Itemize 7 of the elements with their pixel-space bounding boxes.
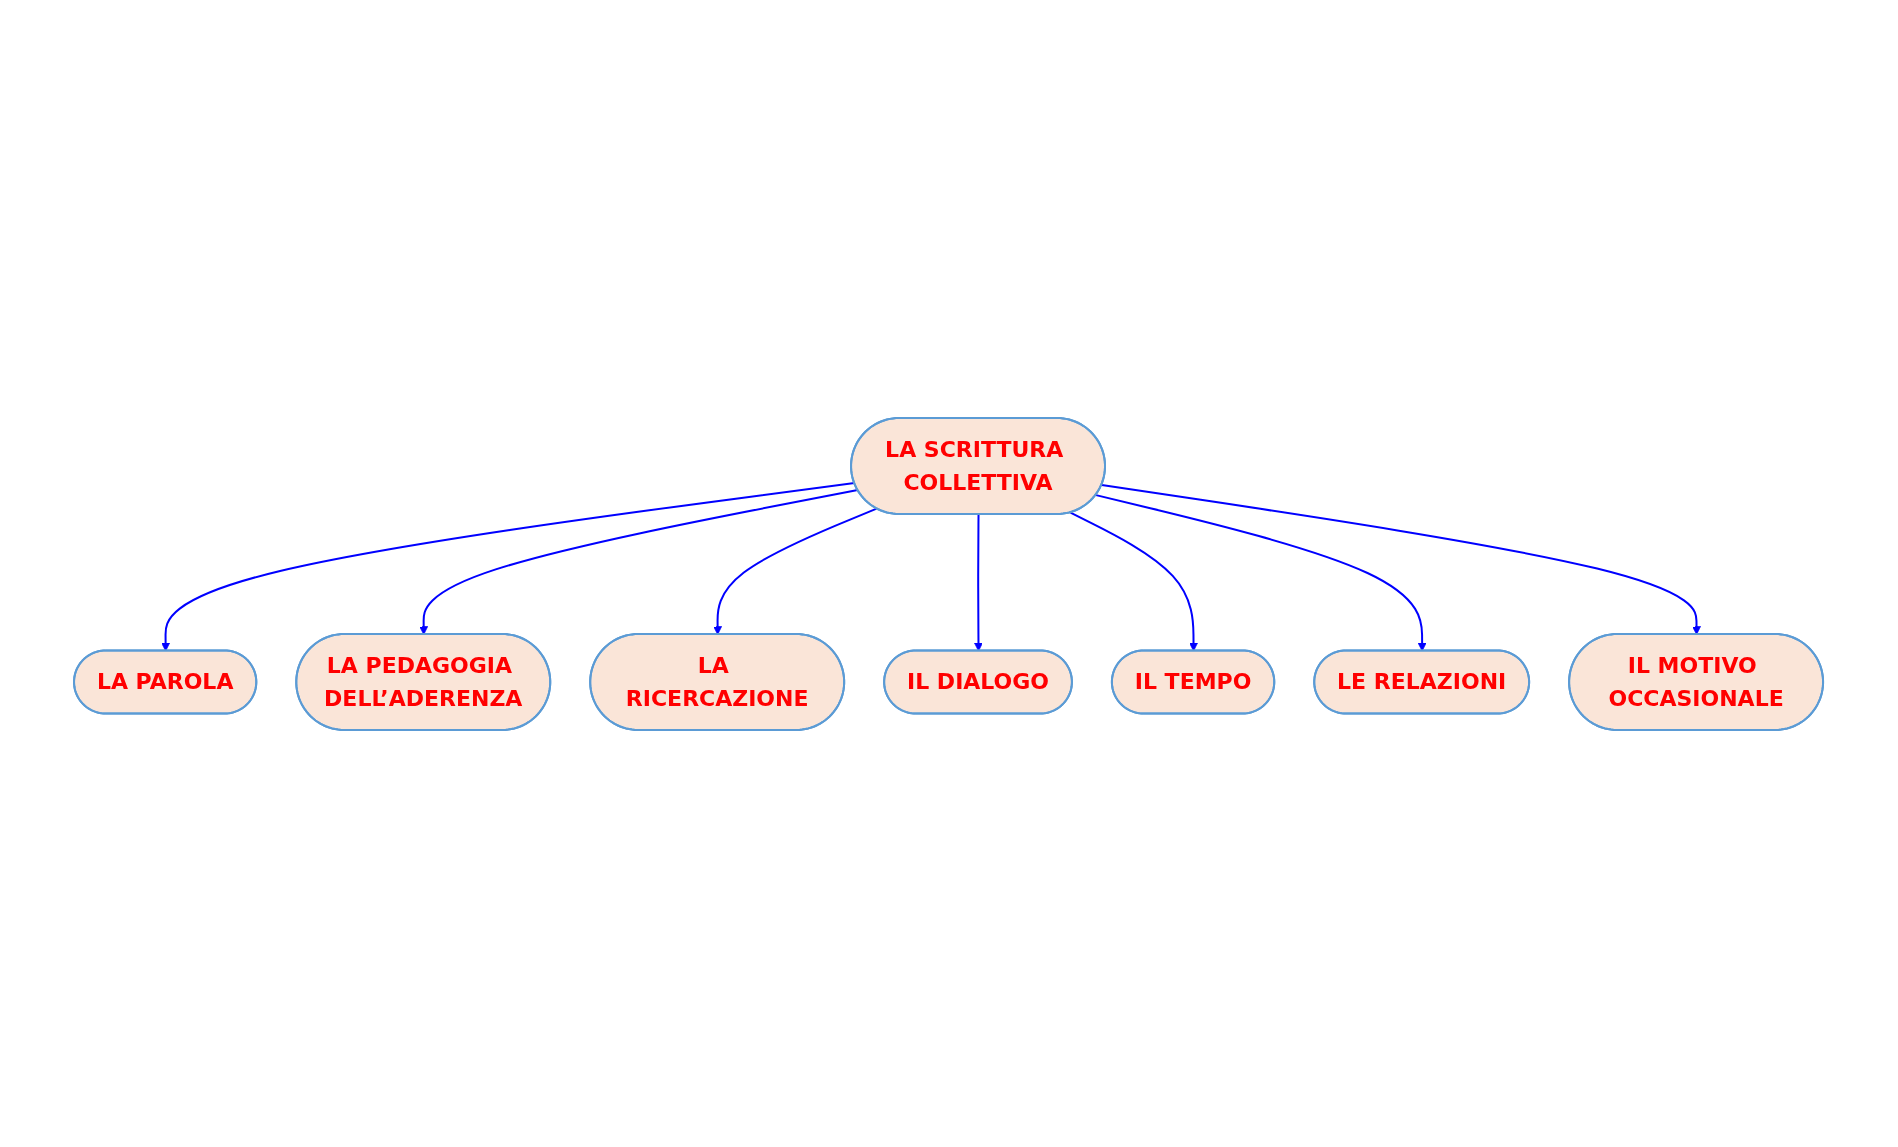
arrow — [419, 488, 860, 635]
arrow — [1101, 483, 1702, 635]
arrow — [1095, 493, 1427, 651]
arrow — [1069, 511, 1199, 651]
arrow — [713, 507, 879, 635]
arrow — [974, 513, 984, 651]
arrow — [161, 481, 856, 651]
